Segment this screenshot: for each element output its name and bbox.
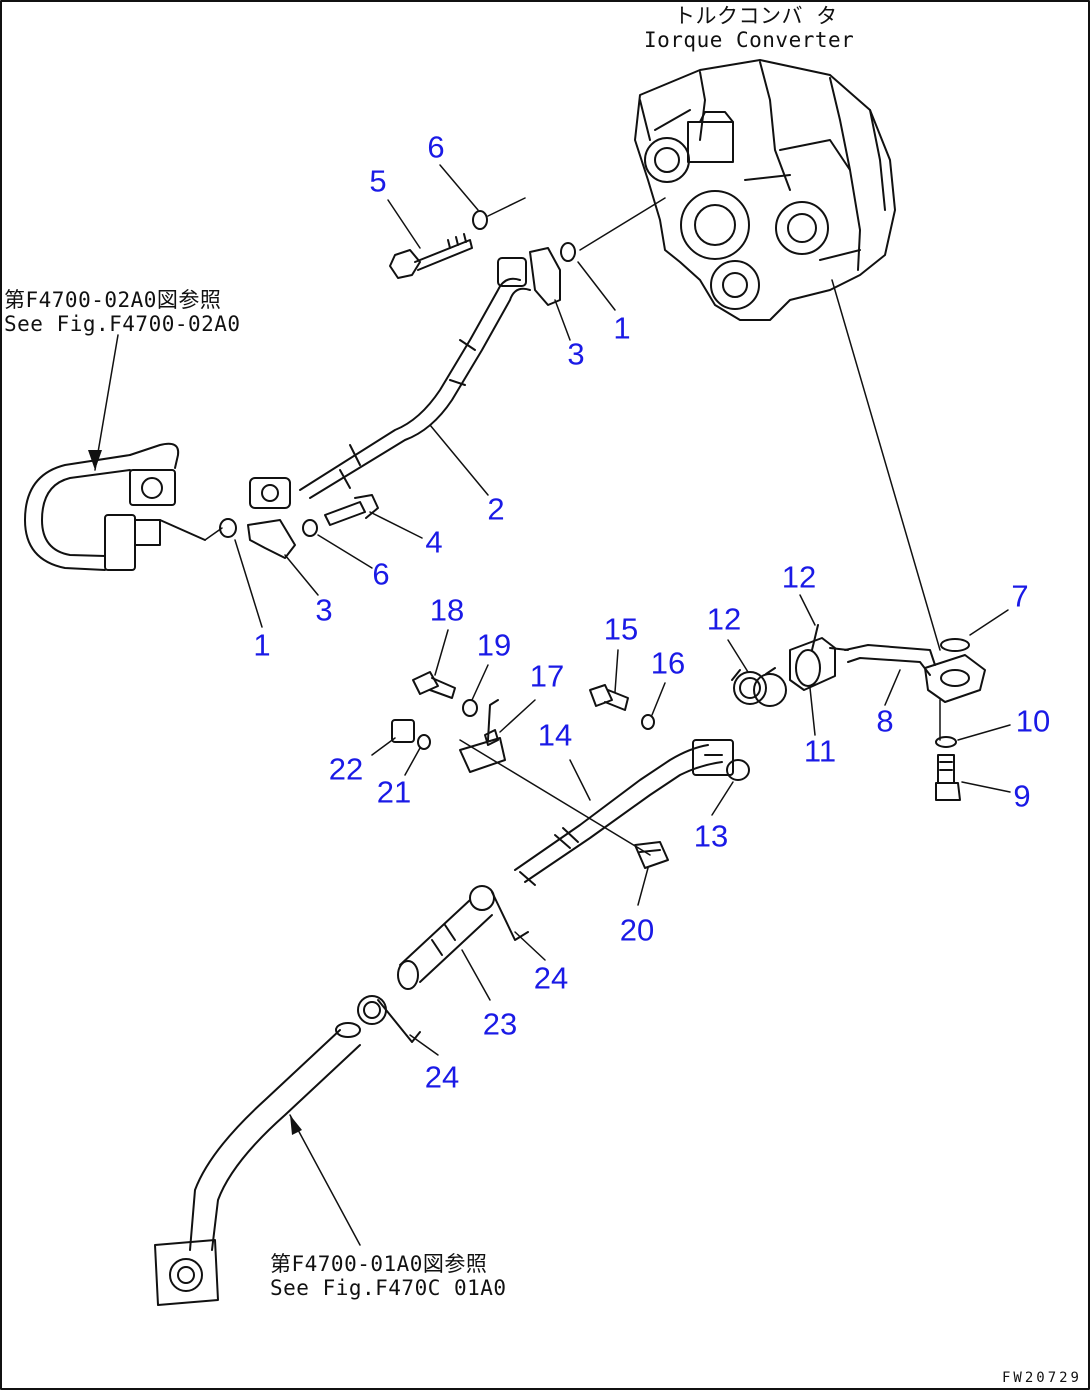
bracket-17 — [459, 699, 506, 773]
callout-4: 4 — [425, 524, 443, 560]
split-flange-3-lower — [247, 519, 296, 559]
callout-5: 5 — [369, 163, 387, 199]
lower-left-pipe — [154, 1022, 361, 1306]
washer-6-lower — [302, 519, 318, 537]
callout-19: 19 — [476, 627, 512, 663]
clamp-12 — [731, 667, 787, 707]
callout-11: 11 — [803, 733, 837, 769]
o-ring-13 — [726, 759, 750, 781]
hose-11 — [789, 624, 849, 691]
callout-15: 15 — [603, 611, 639, 647]
callout-13: 13 — [693, 818, 729, 854]
tube-8 — [844, 644, 986, 741]
callout-6: 6 — [372, 556, 390, 592]
o-ring-1-upper — [560, 242, 576, 262]
callout-leaders — [234, 164, 1011, 1056]
callout-17: 17 — [529, 658, 565, 694]
upper-left-pipe — [24, 442, 206, 571]
callout-3: 3 — [567, 336, 585, 372]
o-ring-1-lower — [219, 518, 237, 538]
callout-6: 6 — [427, 129, 445, 165]
hose-2 — [249, 257, 531, 509]
nut-22 — [391, 719, 415, 743]
clip-20 — [634, 841, 669, 869]
washer-21 — [417, 734, 431, 750]
callout-9: 9 — [1013, 778, 1031, 814]
callout-20: 20 — [619, 912, 655, 948]
washer-16 — [641, 714, 655, 730]
bolt-18 — [412, 671, 456, 699]
callout-12: 12 — [781, 559, 817, 595]
callout-24: 24 — [533, 960, 569, 996]
upper-left-reference-en: See Fig.F4700-02A0 — [4, 312, 241, 337]
torque-converter-label-jp: トルクコンバ タ — [674, 4, 838, 28]
o-ring-7 — [940, 638, 970, 652]
upper-left-reference: 第F4700-02A0図参照 See Fig.F4700-02A0 — [4, 288, 241, 336]
washer-19 — [462, 699, 478, 717]
upper-left-reference-jp: 第F4700-02A0図参照 — [4, 288, 222, 312]
arrow-upper-ref — [88, 450, 102, 470]
washer-10 — [935, 736, 957, 748]
callout-23: 23 — [482, 1006, 518, 1042]
bolt-5 — [389, 233, 473, 279]
callout-18: 18 — [429, 592, 465, 628]
callout-8: 8 — [876, 703, 894, 739]
callout-2: 2 — [487, 491, 505, 527]
callout-22: 22 — [328, 751, 364, 787]
torque-converter-label-en: Iorque Converter — [644, 28, 855, 53]
bolt-9 — [935, 754, 961, 801]
hose-23 — [397, 899, 493, 990]
lower-left-reference-jp: 第F4700-01A0図参照 — [270, 1252, 488, 1276]
clamp-24-upper — [469, 885, 529, 941]
leader-lower-ref — [289, 1114, 361, 1246]
torque-converter-label: トルクコンバ タ Iorque Converter — [644, 4, 854, 52]
callout-14: 14 — [537, 717, 573, 753]
callout-1: 1 — [253, 627, 271, 663]
bolt-4 — [324, 494, 379, 526]
torque-converter-housing — [634, 59, 896, 321]
callout-12: 12 — [706, 601, 742, 637]
lower-left-reference-en: See Fig.F470C 01A0 — [270, 1276, 507, 1301]
drawing-code: FW20729 — [1001, 1370, 1082, 1386]
leader-upper-ref — [94, 334, 119, 471]
callout-7: 7 — [1011, 578, 1029, 614]
callout-1: 1 — [613, 310, 631, 346]
bolt-15 — [589, 684, 629, 711]
split-flange-3-upper — [529, 247, 561, 306]
leader-17-20 — [459, 739, 651, 856]
callout-3: 3 — [315, 592, 333, 628]
leader-housing-8 — [831, 279, 941, 651]
leader-housing-1 — [579, 197, 666, 251]
callout-10: 10 — [1015, 703, 1051, 739]
washer-6-upper — [472, 210, 488, 230]
callout-21: 21 — [376, 774, 412, 810]
clamp-24-lower — [357, 995, 421, 1043]
callout-24: 24 — [424, 1059, 460, 1095]
lower-left-reference: 第F4700-01A0図参照 See Fig.F470C 01A0 — [270, 1252, 507, 1300]
callout-16: 16 — [650, 645, 686, 681]
pipe-14 — [514, 739, 734, 886]
